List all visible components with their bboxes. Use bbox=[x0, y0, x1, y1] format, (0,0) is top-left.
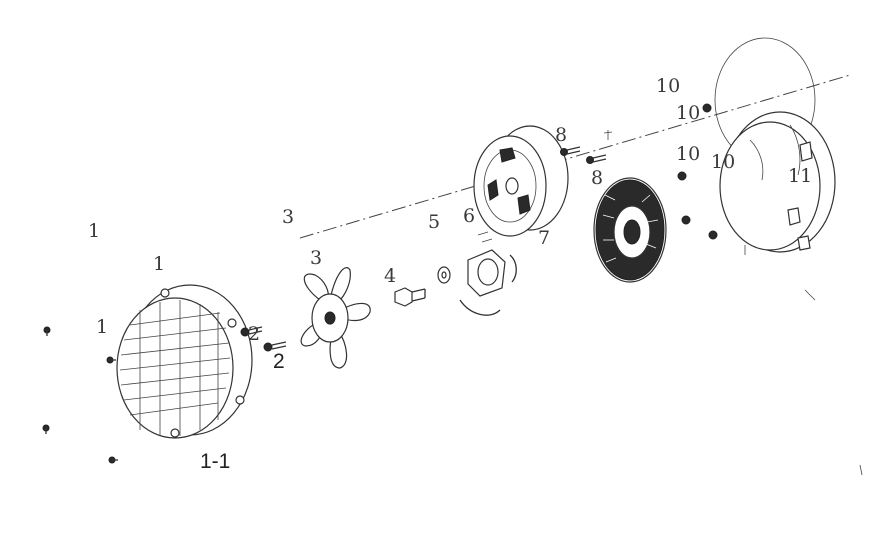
label-1b: 1 bbox=[153, 253, 165, 275]
label-3a: 3 bbox=[282, 206, 294, 228]
label-1a: 1 bbox=[88, 220, 100, 242]
label-10b: 10 bbox=[676, 102, 700, 124]
stator-housing bbox=[714, 37, 863, 476]
part-labels: 1 1 1 1-1 2 2 3 3 4 5 6 7 8 8 10 10 10 1… bbox=[88, 75, 812, 473]
stator-coil bbox=[593, 177, 667, 283]
label-8b: 8 bbox=[591, 167, 603, 189]
label-8a: 8 bbox=[555, 124, 567, 146]
washer bbox=[437, 266, 451, 284]
label-5: 5 bbox=[428, 211, 440, 233]
label-10a: 10 bbox=[656, 75, 680, 97]
label-1-1: 1-1 bbox=[200, 450, 230, 473]
label-11: 11 bbox=[788, 165, 812, 187]
mounting-plate bbox=[459, 231, 517, 316]
label-2a: 2 bbox=[248, 323, 260, 345]
cooling-fan bbox=[300, 267, 371, 369]
cover-bolts bbox=[240, 326, 287, 352]
fan-guard-cover bbox=[116, 284, 253, 439]
label-3b: 3 bbox=[310, 247, 322, 269]
cover-screws bbox=[42, 326, 118, 464]
stator-screws bbox=[560, 130, 613, 164]
label-7: 7 bbox=[538, 227, 550, 249]
label-10d: 10 bbox=[711, 151, 735, 173]
label-4: 4 bbox=[384, 265, 396, 287]
flywheel-rotor bbox=[473, 125, 569, 237]
label-10c: 10 bbox=[676, 143, 700, 165]
label-6: 6 bbox=[463, 205, 475, 227]
label-1c: 1 bbox=[96, 316, 108, 338]
label-2b: 2 bbox=[273, 350, 285, 373]
center-bolt bbox=[394, 287, 426, 307]
housing-nuts bbox=[677, 103, 718, 240]
